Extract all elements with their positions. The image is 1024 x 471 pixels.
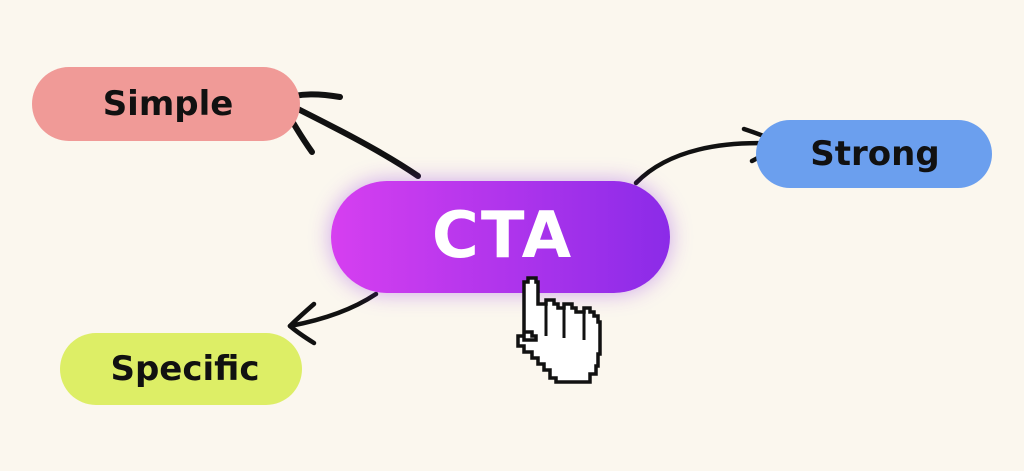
arrowhead-specific-bottom	[287, 323, 317, 346]
node-strong-label: Strong	[810, 134, 940, 174]
cta-label: CTA	[431, 199, 574, 273]
node-specific: Specific	[60, 333, 302, 405]
node-simple: Simple	[32, 67, 300, 141]
arrow-to-specific	[287, 291, 379, 329]
arrowhead-specific-top	[287, 301, 317, 329]
pointing-hand-cursor-icon	[516, 276, 602, 384]
cta-button[interactable]: CTA	[331, 181, 670, 293]
node-specific-label: Specific	[110, 349, 260, 389]
node-strong: Strong	[756, 120, 992, 188]
node-simple-label: Simple	[102, 84, 234, 124]
